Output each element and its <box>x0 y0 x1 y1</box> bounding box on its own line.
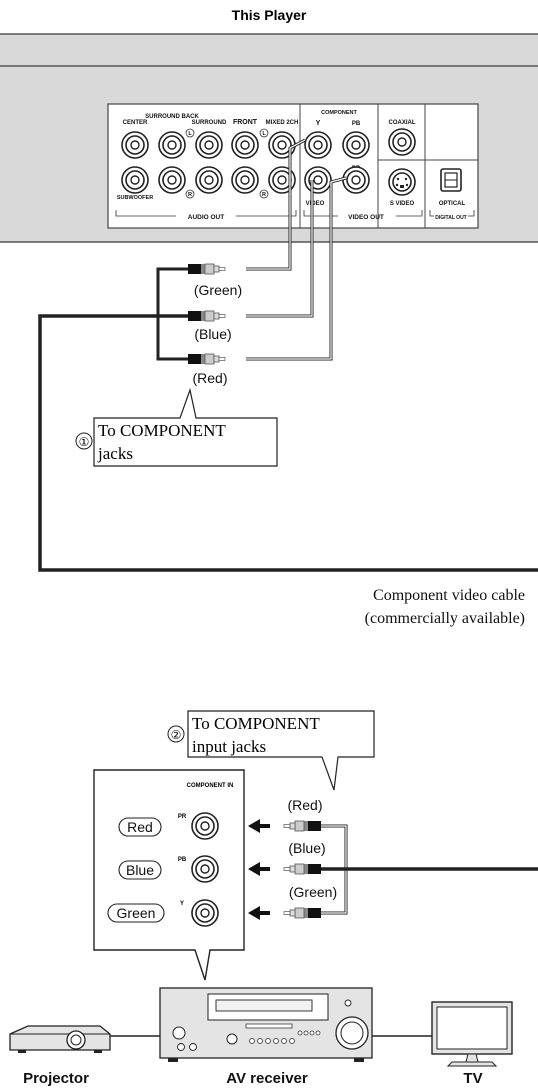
label-surround-back: SURROUND BACK <box>145 114 199 120</box>
label-pb: PB <box>352 121 361 127</box>
marker-r: R <box>262 192 266 198</box>
panel-jacks <box>121 128 462 196</box>
player-rear-panel <box>0 33 538 243</box>
receiver-cables <box>321 824 538 915</box>
cable-label-red: (Red) <box>192 370 227 386</box>
marker-l: L <box>262 131 266 137</box>
device-label-av-receiver: AV receiver <box>226 1070 308 1087</box>
rx-label-green: (Green) <box>289 884 337 900</box>
tag-red: Red <box>127 819 153 835</box>
step2-line1: To COMPONENT <box>192 714 320 733</box>
rx-label-red: (Red) <box>287 797 322 813</box>
step2-line2: input jacks <box>192 737 266 756</box>
cable-caption-line1: Component video cable <box>373 587 525 604</box>
label-surround: SURROUND <box>192 120 227 126</box>
label-optical: OPTICAL <box>439 201 466 207</box>
device-label-tv: TV <box>463 1070 482 1087</box>
tag-blue: Blue <box>126 862 154 878</box>
jack-label-pr: PR <box>178 814 187 820</box>
label-component: COMPONENT <box>321 110 357 116</box>
label-video-out: VIDEO OUT <box>348 214 384 221</box>
player-cables <box>38 138 538 572</box>
jack-pb <box>191 855 219 883</box>
tv-illustration <box>431 1001 513 1067</box>
plug-blue <box>187 310 226 322</box>
step1-number: ① <box>79 435 90 449</box>
projector-illustration <box>9 1025 111 1053</box>
step1-line2: jacks <box>97 444 133 463</box>
av-receiver-illustration <box>159 987 373 1062</box>
device-label-projector: Projector <box>23 1070 89 1087</box>
callout-step2: ② To COMPONENT input jacks <box>167 710 375 791</box>
cable-label-green: (Green) <box>194 282 242 298</box>
jack-pr <box>191 812 219 840</box>
step2-number: ② <box>171 728 182 742</box>
component-in-title: COMPONENT IN <box>187 783 234 789</box>
plug-red <box>187 353 226 365</box>
plug-green <box>187 263 226 275</box>
cable-label-blue: (Blue) <box>194 326 231 342</box>
jack-y <box>191 899 219 927</box>
label-subwoofer: SUBWOOFER <box>117 195 153 201</box>
step1-line1: To COMPONENT <box>98 421 226 440</box>
marker-r: R <box>188 192 192 198</box>
label-video: VIDEO <box>306 201 325 207</box>
label-y: Y <box>316 120 321 127</box>
label-coaxial: COAXIAL <box>389 120 416 126</box>
marker-l: L <box>188 131 192 137</box>
jack-label-y: Y <box>180 901 184 907</box>
receiver-plugs <box>283 820 322 919</box>
tag-green: Green <box>117 905 156 921</box>
player-title: This Player <box>232 7 307 23</box>
label-mixed-2ch: MIXED 2CH <box>266 120 299 126</box>
component-in-panel: COMPONENT IN PR PB Y Red Blue Green <box>93 769 245 981</box>
label-s-video: S VIDEO <box>390 201 415 207</box>
label-front: FRONT <box>233 119 258 126</box>
label-digital-out: DIGITAL OUT <box>435 215 466 221</box>
rx-label-blue: (Blue) <box>288 840 325 856</box>
label-center: CENTER <box>123 120 148 126</box>
label-audio-out: AUDIO OUT <box>188 214 225 221</box>
cable-caption-line2: (commercially available) <box>365 610 525 627</box>
callout-step1: ① To COMPONENT jacks <box>75 387 278 467</box>
input-arrows <box>248 819 270 920</box>
jack-label-pb: PB <box>178 857 187 863</box>
